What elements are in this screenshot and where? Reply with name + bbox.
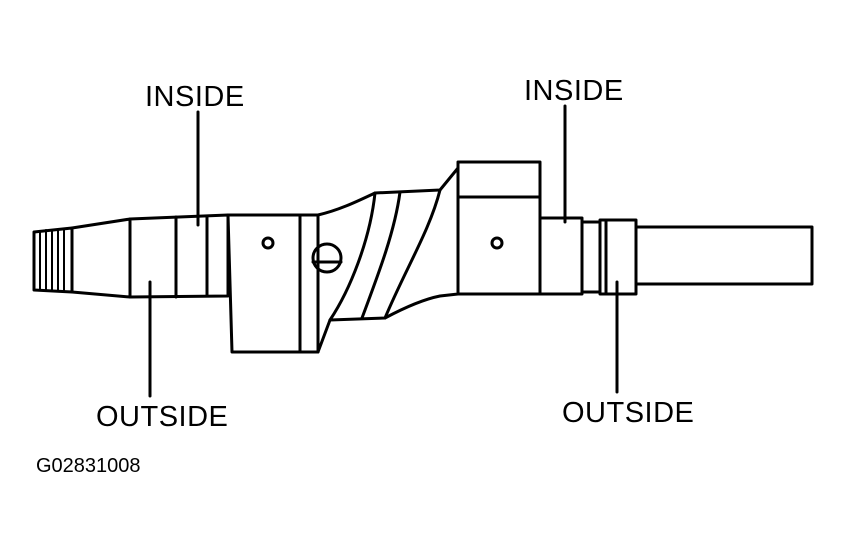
tapered-section [70,217,132,299]
pin-hole [311,242,343,274]
label-inside-left: INSIDE [145,81,245,113]
oil-hole [261,236,275,250]
threaded-end [32,226,74,294]
right-shaft [634,225,814,286]
left-journal [128,213,230,299]
left-cam-lobe [226,213,320,354]
figure-code: G02831008 [36,455,141,477]
right-cam-lobe [456,160,542,296]
label-outside-left: OUTSIDE [96,401,228,433]
collar [580,220,602,294]
collar-ring [598,218,638,296]
right-journal [538,216,584,296]
label-inside-right: INSIDE [524,75,624,107]
label-outside-right: OUTSIDE [562,397,694,429]
oil-hole-right [490,236,504,250]
twisted-section [316,166,460,354]
